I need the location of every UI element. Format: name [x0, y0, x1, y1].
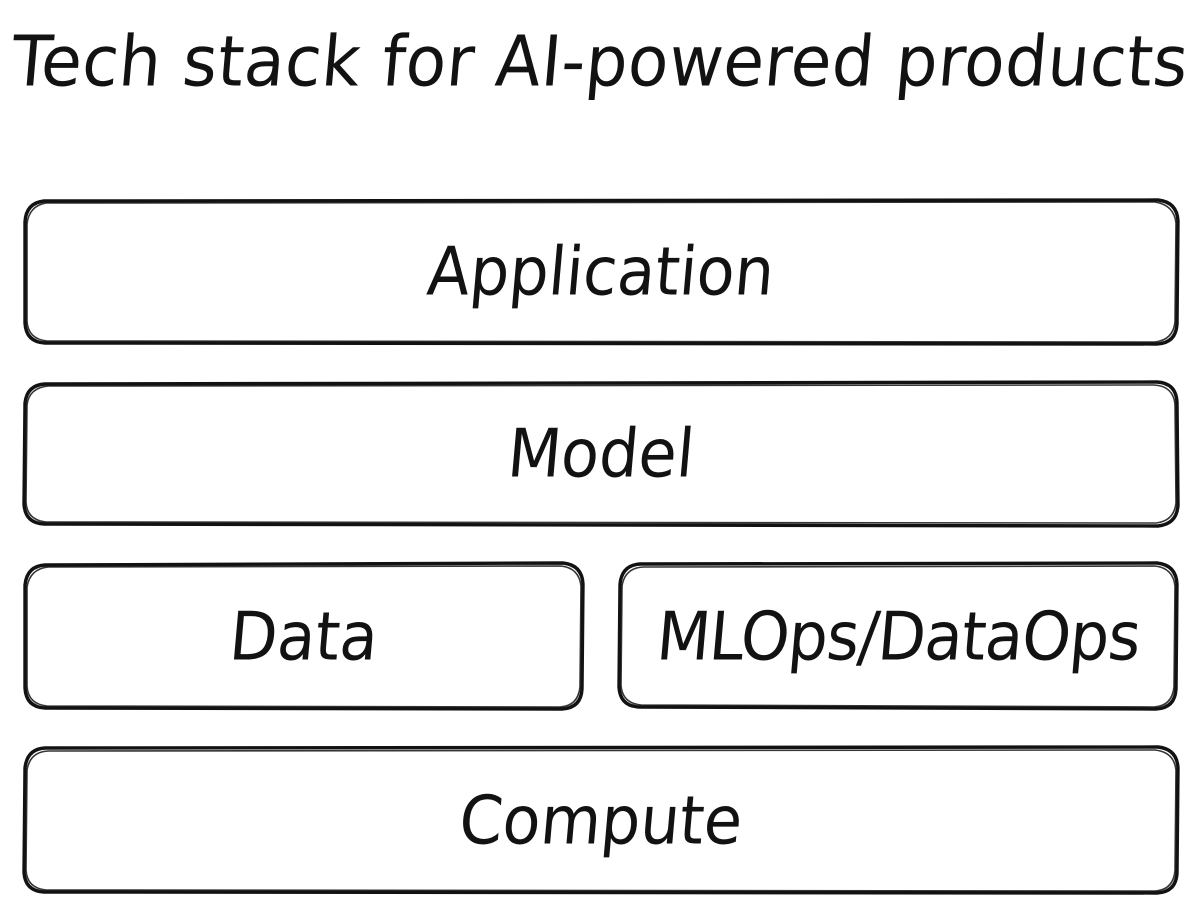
layer-label-compute: Compute [456, 780, 746, 860]
layer-label-model: Model [504, 414, 698, 493]
page-title: Tech stack for AI-powered products [8, 20, 1192, 103]
layer-box-compute[interactable]: Compute [22, 745, 1180, 896]
layer-label-mlops: MLOps/DataOps [653, 596, 1144, 676]
layer-label-application: Application [424, 232, 778, 311]
layer-box-data[interactable]: Data [22, 561, 586, 712]
layer-label-data: Data [226, 596, 382, 676]
layer-box-mlops[interactable]: MLOps/DataOps [617, 561, 1180, 712]
layer-box-application[interactable]: Application [22, 198, 1180, 346]
layer-box-model[interactable]: Model [22, 380, 1180, 528]
